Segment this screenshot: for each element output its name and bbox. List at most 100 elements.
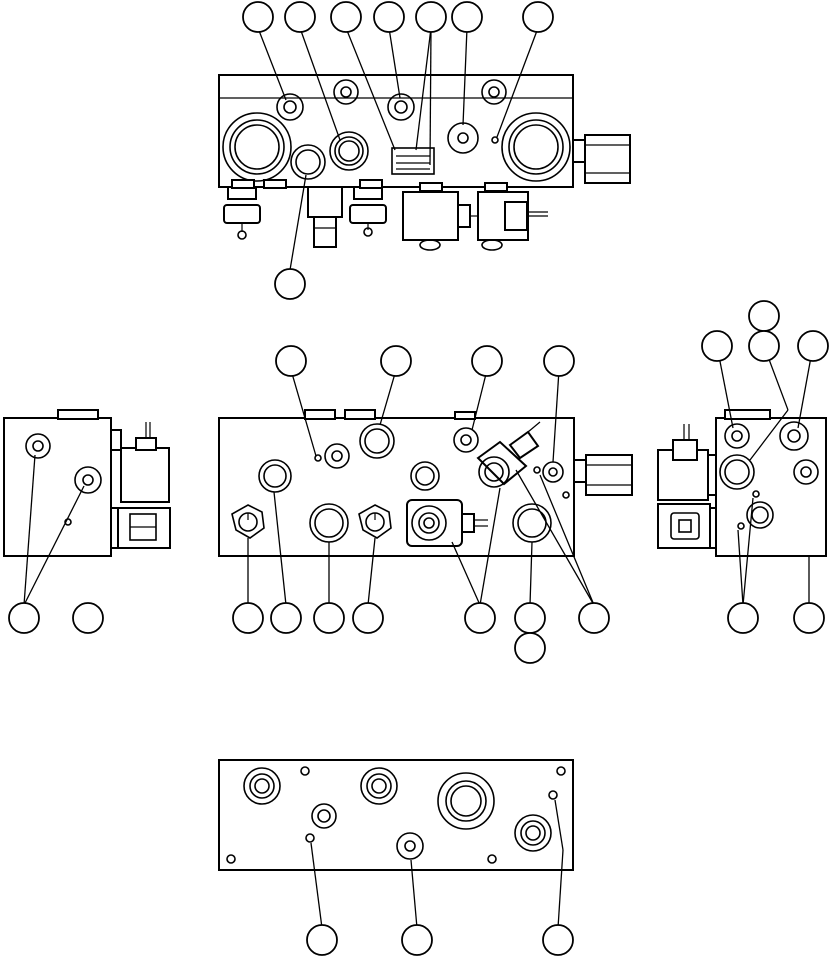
- right-port-4: [793, 459, 819, 485]
- right-port-2: [779, 421, 809, 451]
- port-d: [290, 144, 326, 180]
- left-solenoid: [110, 422, 170, 503]
- callout-bubble: [522, 1, 554, 33]
- top-view: [218, 74, 631, 251]
- port-a: [276, 93, 304, 121]
- callout-bubble: [578, 602, 610, 634]
- callout-bubble: [330, 1, 362, 33]
- callout-bubble: [242, 1, 274, 33]
- right-coil: [657, 503, 717, 549]
- front-port-1: [258, 459, 292, 493]
- right-solenoid: [657, 424, 717, 501]
- cartridge-valve: [307, 186, 343, 248]
- bolt-head: [231, 179, 255, 189]
- port-b: [333, 79, 359, 105]
- callout-bubble: [793, 602, 825, 634]
- bottom-view-leaders: [310, 799, 564, 929]
- left-end-leaders: [23, 454, 85, 606]
- nameplate: [391, 147, 435, 175]
- front-port-3: [359, 423, 395, 459]
- callout-bubble: [514, 632, 546, 664]
- left-port-1: [25, 433, 51, 459]
- callout-bubble: [701, 330, 733, 362]
- bolt-hole: [226, 854, 236, 864]
- solenoid-top-2: [477, 191, 548, 251]
- callout-bubble: [284, 1, 316, 33]
- bottom-port-3: [437, 772, 495, 830]
- callout-bubble: [471, 345, 503, 377]
- port-f: [481, 79, 507, 105]
- bottom-port-4: [311, 803, 337, 829]
- right-fitting: [572, 134, 631, 184]
- bottom-port-2: [360, 767, 398, 805]
- callouts: [8, 1, 829, 956]
- callout-bubble: [275, 345, 307, 377]
- left-end-view: [3, 409, 171, 557]
- front-knob-right: [358, 504, 392, 539]
- callout-bubble: [380, 345, 412, 377]
- bottom-block-body: [218, 759, 574, 871]
- callout-bubble: [270, 602, 302, 634]
- bolt-head: [419, 182, 443, 192]
- callout-bubble: [514, 602, 546, 634]
- callout-bubble: [415, 1, 447, 33]
- right-port-3: [719, 454, 755, 490]
- front-port-4: [453, 427, 479, 453]
- callout-bubble: [727, 602, 759, 634]
- front-angled-solenoid: [476, 421, 541, 488]
- bolt-head: [484, 182, 508, 192]
- left-knob: [223, 186, 261, 240]
- left-end-block-body: [3, 417, 112, 557]
- left-port-2: [74, 466, 102, 494]
- bottom-port-5: [514, 814, 552, 852]
- callout-bubble: [542, 924, 574, 956]
- front-view: [218, 409, 633, 557]
- callout-bubble: [451, 1, 483, 33]
- callout-bubble: [748, 330, 780, 362]
- bolt-hole: [556, 766, 566, 776]
- pilot-hole: [533, 466, 541, 474]
- large-port-right: [501, 112, 571, 182]
- bottom-port-6: [396, 832, 424, 860]
- top-view-leaders: [257, 27, 539, 271]
- port-c: [329, 131, 369, 171]
- front-solenoid: [406, 499, 488, 547]
- callout-bubble: [748, 300, 780, 332]
- port-e: [387, 93, 415, 121]
- front-view-leaders: [247, 369, 595, 606]
- right-port-1: [724, 423, 750, 449]
- callout-bubble: [797, 330, 829, 362]
- callout-bubble: [401, 924, 433, 956]
- front-knob-left: [231, 504, 265, 539]
- front-right-fitting: [573, 454, 633, 496]
- callout-bubble: [306, 924, 338, 956]
- bottom-port-1: [243, 767, 281, 805]
- pilot-hole: [752, 490, 760, 498]
- callout-bubble: [352, 602, 384, 634]
- callout-bubble: [543, 345, 575, 377]
- bottom-view: [218, 759, 574, 871]
- front-port-5: [410, 461, 440, 491]
- callout-bubble: [313, 602, 345, 634]
- callout-bubble: [464, 602, 496, 634]
- pilot-hole: [305, 833, 315, 843]
- callout-bubble: [72, 602, 104, 634]
- callout-bubble: [274, 268, 306, 300]
- pilot-hole: [562, 491, 570, 499]
- bolt-hole: [487, 854, 497, 864]
- large-port-left: [222, 112, 292, 182]
- front-port-2: [324, 443, 350, 469]
- middle-knob: [349, 186, 387, 237]
- bolt-hole: [300, 766, 310, 776]
- callout-bubble: [232, 602, 264, 634]
- solenoid-top-1: [402, 191, 480, 251]
- pilot-hole: [737, 522, 745, 530]
- left-coil: [110, 507, 171, 549]
- right-end-view: [657, 409, 827, 557]
- pilot-hole: [314, 454, 322, 462]
- callout-bubble: [8, 602, 40, 634]
- bolt-head: [359, 179, 383, 189]
- bolt-head: [263, 179, 287, 189]
- callout-bubble: [373, 1, 405, 33]
